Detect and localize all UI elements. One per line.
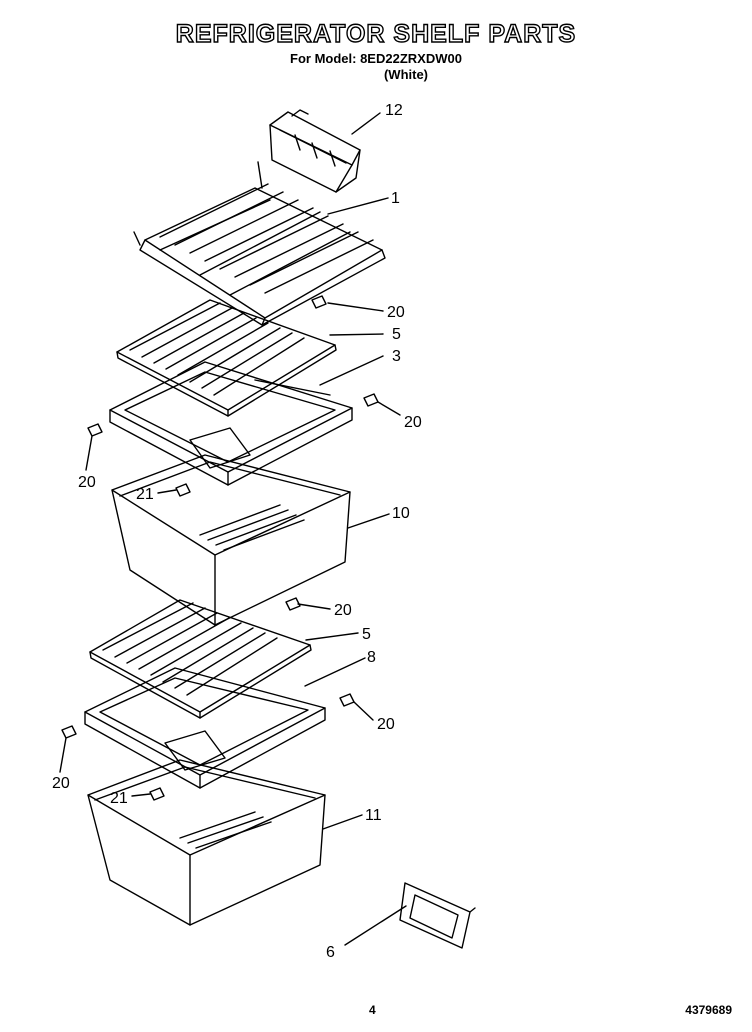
callout-20-c: 20	[78, 474, 96, 491]
callout-8: 8	[367, 649, 376, 666]
callout-20-f: 20	[52, 775, 70, 792]
callout-3: 3	[392, 348, 401, 365]
page-title: REFRIGERATOR SHELF PARTS	[175, 19, 577, 48]
callout-5-a: 5	[392, 326, 401, 343]
callout-5-b: 5	[362, 626, 371, 643]
part-11-drawer	[87, 759, 326, 926]
callout-20-a: 20	[387, 304, 405, 321]
leader-lines	[59, 112, 407, 946]
callout-6: 6	[326, 944, 335, 961]
part-5-cover-lower	[89, 599, 312, 719]
part-12-bin	[269, 109, 361, 193]
part-8-frame-lower	[84, 667, 326, 789]
color-line: (White)	[383, 67, 429, 82]
model-line: For Model: 8ED22ZRXDW00	[290, 51, 462, 66]
callout-20-e: 20	[377, 716, 395, 733]
callout-20-b: 20	[404, 414, 422, 431]
part-number: 4379689	[685, 1003, 732, 1017]
callout-21-a: 21	[136, 486, 154, 503]
callout-1: 1	[391, 190, 400, 207]
callout-21-b: 21	[110, 790, 128, 807]
part-3-frame-upper	[109, 361, 353, 486]
callout-10: 10	[392, 505, 410, 522]
part-6-holder	[399, 882, 476, 949]
callout-11: 11	[365, 807, 382, 824]
part-10-drawer	[111, 454, 351, 626]
callout-12: 12	[385, 102, 403, 119]
page-number: 4	[369, 1003, 376, 1017]
part-5-cover-upper	[116, 299, 337, 417]
part-1-shelf	[133, 161, 386, 326]
callout-20-d: 20	[334, 602, 352, 619]
fasteners	[61, 295, 379, 801]
